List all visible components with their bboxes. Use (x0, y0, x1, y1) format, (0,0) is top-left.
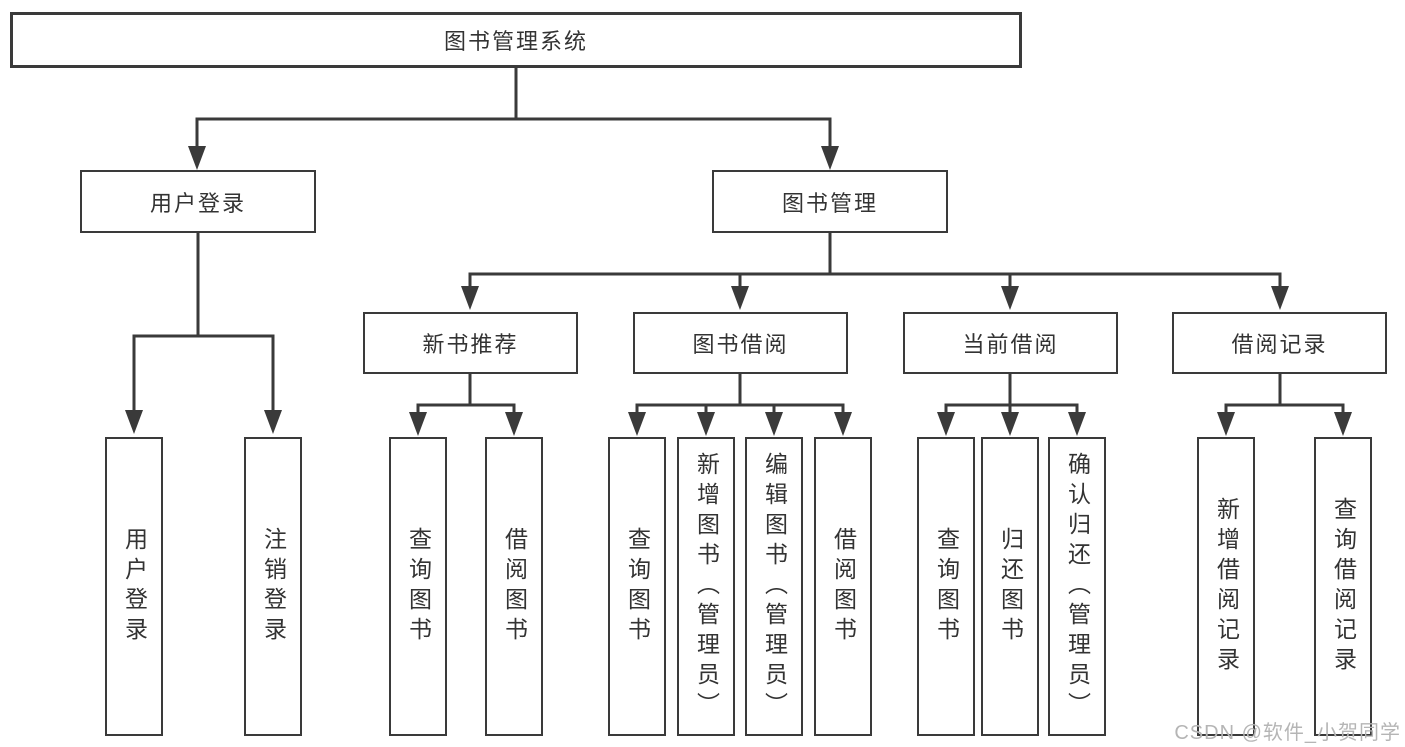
leaf-user-login: 用户登录 (105, 437, 163, 736)
leaf-query-books-current: 查询图书 (917, 437, 975, 736)
node-new-book-recommend: 新书推荐 (363, 312, 578, 374)
leaf-user-login-label: 用户登录 (121, 526, 148, 647)
arrowheads (125, 146, 1352, 436)
leaf-edit-books-admin: 编辑图书（管理员） (745, 437, 803, 736)
leaf-return-books-label: 归还图书 (997, 526, 1024, 647)
node-user-login: 用户登录 (80, 170, 316, 233)
node-borrowing-records-label: 借阅记录 (1231, 332, 1328, 357)
node-new-book-recommend-label: 新书推荐 (422, 332, 519, 357)
leaf-borrow-books-recommend: 借阅图书 (485, 437, 543, 736)
leaf-query-books-borrowing-label: 查询图书 (624, 526, 651, 647)
node-current-borrowing: 当前借阅 (903, 312, 1118, 374)
leaf-add-books-admin-label: 新增图书（管理员） (693, 451, 720, 722)
leaf-borrow-books: 借阅图书 (814, 437, 872, 736)
node-library-system-label: 图书管理系统 (443, 29, 588, 54)
leaf-logout: 注销登录 (244, 437, 302, 736)
leaf-return-books: 归还图书 (981, 437, 1039, 736)
csdn-watermark: CSDN @软件_小贺同学 (1174, 722, 1401, 744)
leaf-add-books-admin: 新增图书（管理员） (677, 437, 735, 736)
node-book-management: 图书管理 (712, 170, 948, 233)
leaf-query-books-recommend: 查询图书 (389, 437, 447, 736)
node-book-borrowing: 图书借阅 (633, 312, 848, 374)
leaf-query-books-recommend-label: 查询图书 (405, 526, 432, 647)
leaf-add-borrow-record-label: 新增借阅记录 (1213, 496, 1240, 677)
node-borrowing-records: 借阅记录 (1172, 312, 1387, 374)
leaf-query-borrow-record: 查询借阅记录 (1314, 437, 1372, 736)
leaf-logout-label: 注销登录 (260, 526, 287, 647)
leaf-confirm-return-admin: 确认归还（管理员） (1048, 437, 1106, 736)
node-library-system: 图书管理系统 (10, 12, 1022, 68)
leaf-query-borrow-record-label: 查询借阅记录 (1330, 496, 1357, 677)
node-book-management-label: 图书管理 (781, 190, 878, 216)
leaf-edit-books-admin-label: 编辑图书（管理员） (761, 451, 788, 722)
leaf-query-books-borrowing: 查询图书 (608, 437, 666, 736)
leaf-borrow-books-recommend-label: 借阅图书 (501, 526, 528, 647)
leaf-query-books-current-label: 查询图书 (933, 526, 960, 647)
leaf-confirm-return-admin-label: 确认归还（管理员） (1064, 451, 1091, 722)
node-current-borrowing-label: 当前借阅 (962, 332, 1059, 357)
leaf-borrow-books-label: 借阅图书 (830, 526, 857, 647)
leaf-add-borrow-record: 新增借阅记录 (1197, 437, 1255, 736)
node-book-borrowing-label: 图书借阅 (692, 332, 789, 357)
node-user-login-label: 用户登录 (149, 190, 246, 216)
